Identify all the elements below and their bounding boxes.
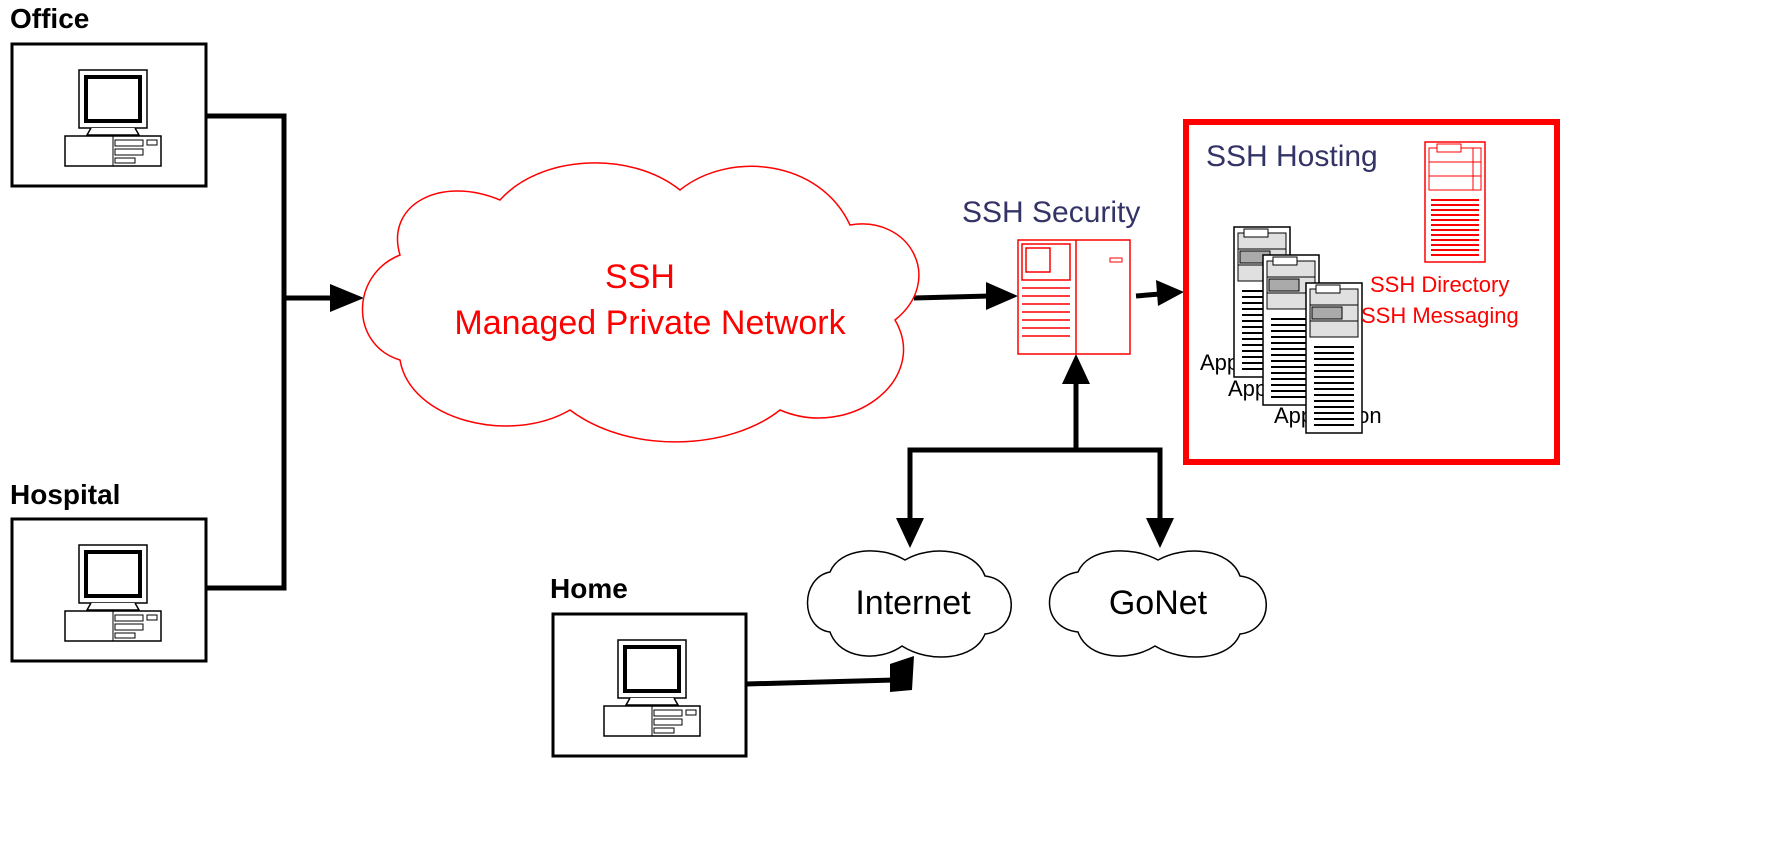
home-to-internet-line <box>745 677 897 687</box>
internet-label: Internet <box>855 584 971 622</box>
directory-label: SSH Directory <box>1370 272 1509 297</box>
gonet-cloud-icon <box>1048 550 1267 658</box>
arrow-to-internet <box>896 518 924 548</box>
home-label: Home <box>550 573 628 604</box>
security-to-hosting-line <box>1135 291 1161 299</box>
arrow-to-internet-from-home <box>890 656 914 692</box>
security-to-external-connector <box>907 384 1163 522</box>
messaging-label: SSH Messaging <box>1361 303 1519 328</box>
office-computer-icon <box>63 68 163 168</box>
network-title-line2: Managed Private Network <box>454 304 846 342</box>
arrow-to-network <box>330 284 364 312</box>
managed-network-cloud-icon <box>361 162 920 443</box>
security-label: SSH Security <box>962 196 1140 229</box>
hosting-label: SSH Hosting <box>1206 140 1378 173</box>
home-computer-icon <box>602 638 702 738</box>
arrow-to-security-up <box>1062 354 1090 384</box>
office-label: Office <box>10 3 89 34</box>
arrow-to-gonet <box>1146 518 1174 548</box>
internet-cloud-icon <box>806 550 1012 658</box>
directory-server-icon <box>1424 141 1486 263</box>
hospital-label: Hospital <box>10 479 120 510</box>
security-appliance-icon <box>1017 239 1131 355</box>
office-hospital-connector <box>206 113 340 591</box>
gonet-label: GoNet <box>1109 584 1208 622</box>
arrow-to-hosting <box>1156 280 1184 306</box>
hospital-computer-icon <box>63 543 163 643</box>
network-title-line1: SSH <box>605 258 675 296</box>
application-server-icon-3 <box>1305 282 1363 434</box>
network-to-security-line <box>913 293 991 301</box>
arrow-to-security <box>986 282 1018 310</box>
